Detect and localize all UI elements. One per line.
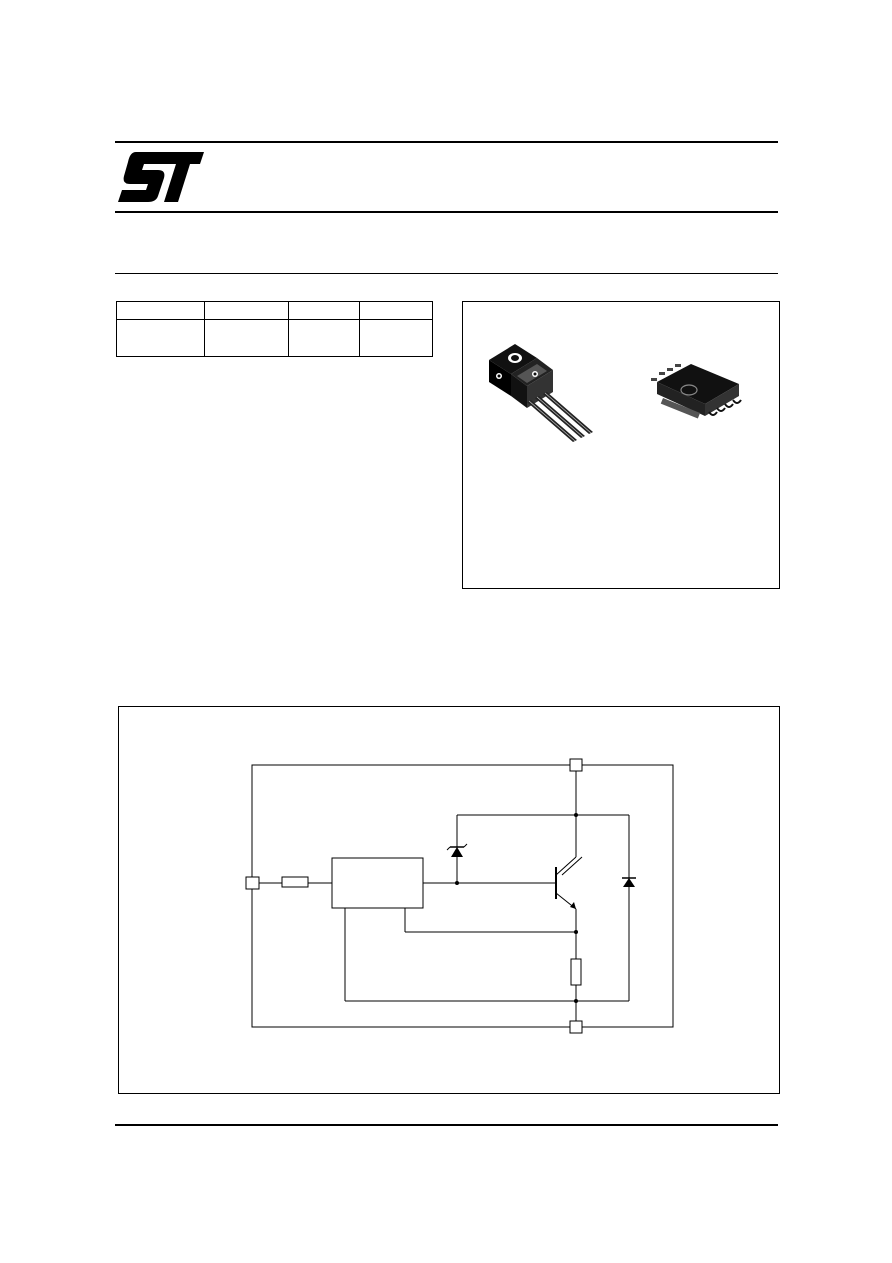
collector-terminal (569, 758, 583, 772)
spec-value-cell (204, 319, 289, 357)
emitter-arrow-icon (570, 902, 576, 909)
schematic-diagram (245, 758, 674, 1034)
st-logo-icon (118, 150, 204, 204)
zener-diode (446, 843, 468, 857)
footer-rule (115, 1124, 778, 1126)
freewheel-diode (622, 877, 636, 887)
package-box (462, 301, 780, 589)
to220-package-icon (487, 340, 599, 446)
spec-header-cell (116, 301, 205, 320)
spec-header-cell (288, 301, 360, 320)
input-resistor (281, 876, 309, 888)
device-frame (251, 764, 674, 1028)
header-bottom-rule (115, 211, 778, 213)
spec-table (116, 301, 433, 357)
spec-value-cell (359, 319, 433, 357)
header-top-rule (115, 141, 778, 143)
title-rule (115, 273, 778, 274)
junction-dots (455, 813, 578, 1003)
block-diagram-box (118, 706, 780, 1094)
spec-header-cell (204, 301, 289, 320)
spec-header-cell (359, 301, 433, 320)
input-terminal (245, 876, 260, 890)
spec-value-cell (116, 319, 205, 357)
control-block (331, 857, 424, 909)
smd-package-icon (647, 360, 747, 422)
spec-value-cell (288, 319, 360, 357)
emitter-resistor (570, 958, 582, 986)
emitter-terminal (569, 1020, 583, 1034)
